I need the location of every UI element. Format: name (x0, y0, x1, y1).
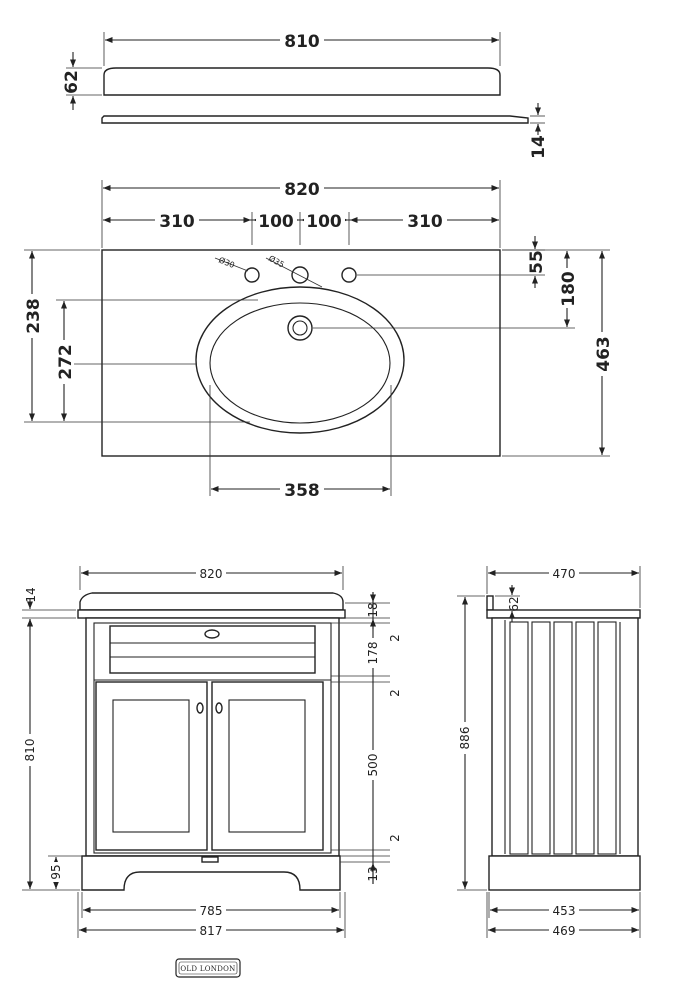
side-body-depth-label: 453 (553, 904, 576, 918)
plinth-height-label: 95 (49, 864, 63, 879)
tap-spacing-right-label: 100 (306, 212, 342, 232)
upstand-label: 18 (366, 602, 380, 617)
front-top-thickness-label: 14 (24, 587, 38, 602)
slab-height-label: 62 (62, 70, 82, 94)
basin-width-label: 820 (284, 180, 320, 200)
front-top-width-label: 820 (200, 567, 223, 581)
cabinet-height-label: 810 (23, 739, 37, 762)
slab-edge-view: 14 (101, 103, 549, 159)
tap-spacing-left-label: 100 (258, 212, 294, 232)
brand-logo-text: OLD LONDON (180, 965, 235, 973)
gap-3-label: 2 (388, 834, 402, 842)
tap-setback-label: 55 (527, 250, 547, 274)
offset-right-label: 310 (407, 212, 443, 232)
side-elevation: 470 62 886 453 469 (457, 565, 641, 938)
side-overall-depth-label: 469 (553, 924, 576, 938)
slab-top-view: 810 62 (62, 30, 501, 110)
slab-width-label: 810 (284, 32, 320, 52)
basin-plan-view: 820 310 100 100 310 Ø30 Ø35 55 (24, 178, 614, 501)
bowl-depth-label: 272 (56, 344, 76, 380)
gap-1-label: 2 (388, 634, 402, 642)
front-overall-width-label: 817 (200, 924, 223, 938)
side-overall-height-label: 886 (458, 727, 472, 750)
offset-left-label: 310 (159, 212, 195, 232)
front-elevation: 820 14 810 95 18 2 178 2 (22, 565, 402, 938)
gap-2-label: 2 (388, 689, 402, 697)
plinth-gap-label: 13 (366, 866, 380, 881)
waste-setback-label: 180 (559, 271, 579, 307)
door-height-label: 500 (366, 754, 380, 777)
side-upstand-label: 62 (507, 596, 521, 611)
bowl-front-label: 238 (24, 298, 44, 334)
bowl-width-label: 358 (284, 481, 320, 501)
brand-logo: OLD LONDON (175, 958, 241, 978)
drawer-height-label: 178 (366, 642, 380, 665)
body-width-label: 785 (200, 904, 223, 918)
slab-thickness-label: 14 (529, 135, 549, 159)
side-top-depth-label: 470 (553, 567, 576, 581)
basin-depth-label: 463 (594, 336, 614, 372)
